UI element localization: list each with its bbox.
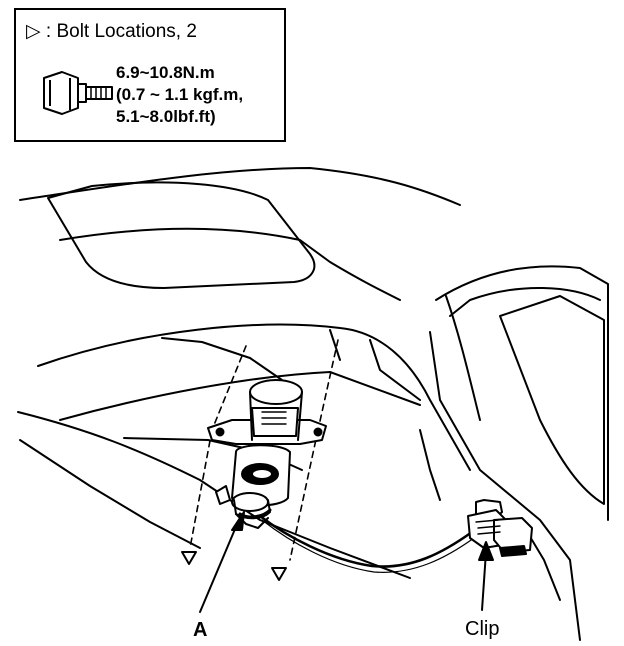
lock-cylinder-assembly xyxy=(207,379,327,529)
tailgate-right-window xyxy=(499,295,605,505)
bolt-marker-right xyxy=(271,567,287,581)
bolt-locations-title: ▷ : Bolt Locations, 2 xyxy=(26,21,197,42)
torque-spec: 6.9~10.8N.m (0.7 ~ 1.1 kgf.m, 5.1~8.0lbf… xyxy=(116,62,243,128)
torque-legend-box: ▷ : Bolt Locations, 2 6.9~10.8N.m (0.7 ~… xyxy=(14,8,286,142)
torque-line-kgfm: (0.7 ~ 1.1 kgf.m, xyxy=(116,85,244,104)
bolt-marker-left xyxy=(181,551,197,565)
callout-clip: Clip xyxy=(465,618,500,640)
connector-clip xyxy=(467,499,533,557)
callout-a: A xyxy=(193,619,208,641)
torque-line-nm: 6.9~10.8N.m xyxy=(116,63,215,82)
tailgate-panel-outline xyxy=(19,167,461,206)
tailgate-right-frame xyxy=(435,265,609,521)
leader-clip xyxy=(481,551,487,611)
wire-harness xyxy=(258,514,474,568)
tailgate-inner-panel xyxy=(37,323,471,471)
leader-a xyxy=(199,521,239,613)
flange-bolt-icon xyxy=(43,71,113,115)
torque-line-lbfft: 5.1~8.0lbf.ft) xyxy=(116,107,216,126)
tailgate-upper-contour xyxy=(59,227,401,301)
tailgate-upper-window xyxy=(47,181,316,289)
lock-cylinder-body xyxy=(251,407,299,437)
